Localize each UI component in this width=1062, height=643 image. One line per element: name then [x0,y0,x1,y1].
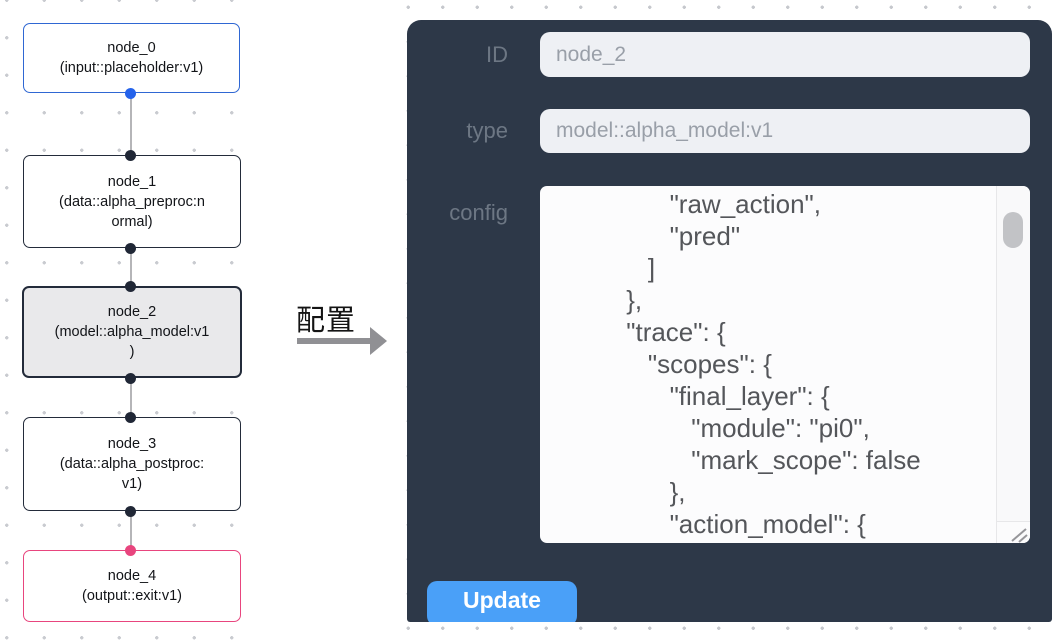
port-node3-output[interactable] [125,506,136,517]
type-input[interactable] [540,109,1030,153]
config-json-text[interactable]: "raw_action", "pred" ] }, "trace": { "sc… [626,189,921,539]
flow-node-node3[interactable]: node_3 (data::alpha_postproc: v1) [23,417,241,511]
port-node3-input[interactable] [125,412,136,423]
node-label: node_4 (output::exit:v1) [82,568,182,604]
edge-node2-node3 [130,378,132,417]
configure-arrow-head-icon [370,327,387,355]
node-config-panel: ID type config "raw_action", "pred" ] },… [407,20,1052,622]
type-field-label: type [466,118,508,143]
port-node1-output[interactable] [125,243,136,254]
update-button[interactable]: Update [427,581,577,622]
editor-resize-handle-icon[interactable] [996,521,1030,543]
node-label: node_0 (input::placeholder:v1) [59,40,204,76]
flow-node-node2-selected[interactable]: node_2 (model::alpha_model:v1 ) [22,286,242,378]
configure-annotation-text: 配置 [296,305,357,337]
edge-node0-node1 [130,93,132,155]
node-label: node_2 (model::alpha_model:v1 ) [54,304,210,360]
port-node0-output[interactable] [125,88,136,99]
config-field-label: config [449,200,508,225]
node-label: node_1 (data::alpha_preproc:n ormal) [59,173,205,230]
edge-node1-node2 [130,248,132,286]
id-field-label: ID [486,42,508,67]
edge-node3-node4 [130,511,132,550]
flow-node-node0[interactable]: node_0 (input::placeholder:v1) [23,23,240,93]
node-label: node_3 (data::alpha_postproc: v1) [59,436,205,492]
id-input[interactable] [540,32,1030,77]
port-node1-input[interactable] [125,150,136,161]
editor-scrollbar-track[interactable] [996,186,1030,521]
configure-arrow-shaft [297,338,370,344]
flow-node-node4[interactable]: node_4 (output::exit:v1) [23,550,241,622]
flow-node-node1[interactable]: node_1 (data::alpha_preproc:n ormal) [23,155,241,248]
config-json-editor[interactable]: "raw_action", "pred" ] }, "trace": { "sc… [540,186,1030,543]
port-node2-input[interactable] [125,281,136,292]
port-node2-output[interactable] [125,373,136,384]
editor-scrollbar-thumb[interactable] [1003,212,1023,248]
port-node4-input[interactable] [125,545,136,556]
